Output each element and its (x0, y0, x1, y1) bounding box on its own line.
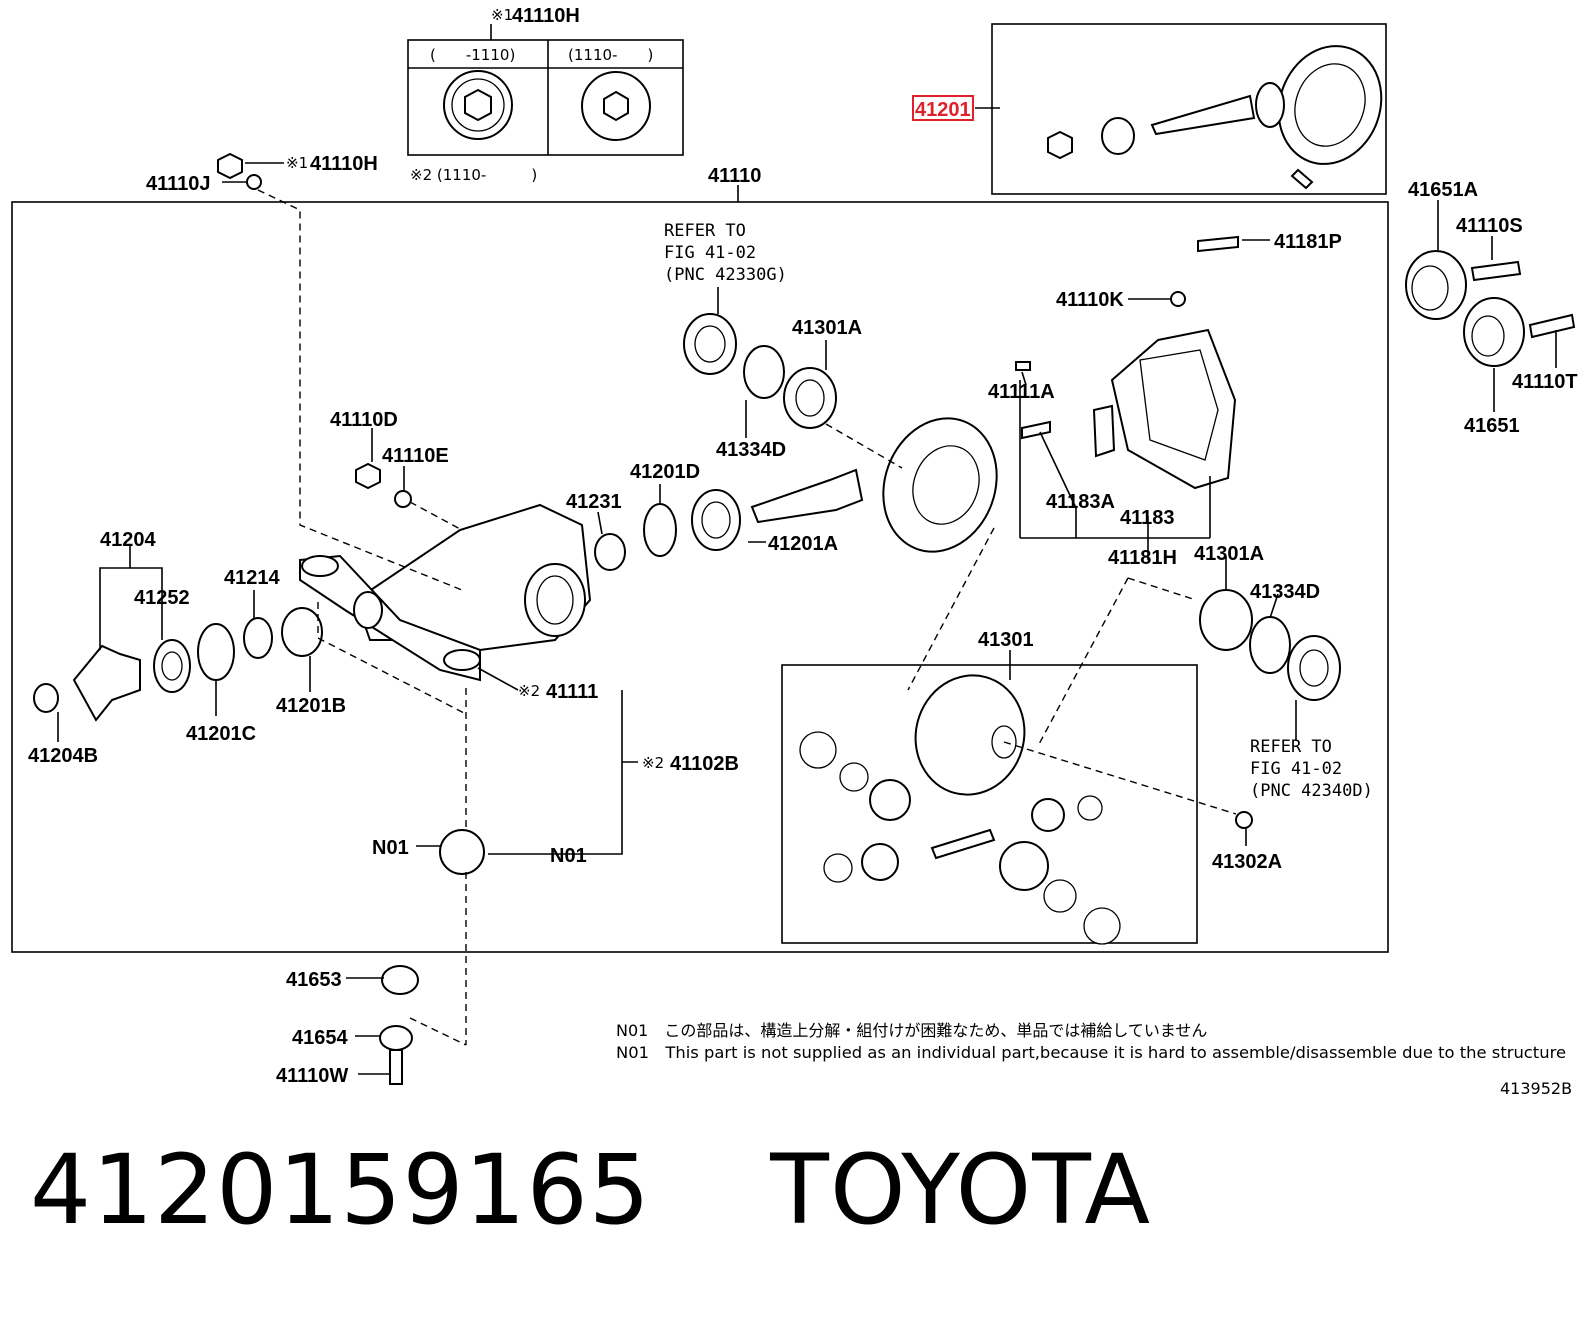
label-41110H-top: 41110H (512, 5, 580, 27)
label-41204: 41204 (100, 529, 156, 551)
note1-mark: ※1 (286, 154, 308, 172)
label-41110H: 41110H (310, 153, 378, 175)
mount-cushion-drawing (1405, 250, 1576, 367)
label-41252: 41252 (134, 587, 190, 609)
note2-mark-41111: ※2 (518, 682, 540, 700)
nut-old-type (443, 70, 513, 140)
note2-range: ※2 (1110- ) (410, 166, 537, 184)
ring-pinion-set-frame (991, 23, 1387, 195)
refer-to-2-line3: (PNC 42340D) (1250, 781, 1373, 801)
label-41334D-top: 41334D (716, 439, 786, 461)
carrier-housing-drawing (299, 503, 592, 682)
label-41181P: 41181P (1274, 231, 1342, 253)
differential-case-drawing (799, 674, 1121, 945)
inset-table-frame (407, 39, 684, 156)
label-41302A: 41302A (1212, 851, 1282, 873)
label-41301A-mid: 41301A (1194, 543, 1264, 565)
part-number: 4120159165 (30, 1134, 651, 1246)
inset-col2-header: (1110- ) (568, 46, 653, 64)
nut-new-type (581, 71, 651, 141)
label-41111A: 41111A (988, 381, 1055, 403)
label-41110T: 41110T (1512, 371, 1578, 393)
label-41214: 41214 (224, 567, 280, 589)
differential-case-frame (781, 664, 1198, 944)
label-41301: 41301 (978, 629, 1034, 651)
label-41110E: 41110E (382, 445, 449, 467)
label-41651: 41651 (1464, 415, 1520, 437)
label-n01-b: N01 (550, 845, 587, 867)
inset-col1-header: ( -1110) (430, 46, 515, 64)
label-41334D-mid: 41334D (1250, 581, 1320, 603)
label-41201C: 41201C (186, 723, 256, 745)
label-41201B: 41201B (276, 695, 346, 717)
companion-flange-drawing (33, 607, 323, 722)
label-41301A-top: 41301A (792, 317, 862, 339)
label-41183A: 41183A (1046, 491, 1115, 513)
label-41201-highlighted[interactable]: 41201 (915, 99, 971, 121)
ring-gear-set-drawing (1047, 45, 1383, 190)
main-assembly-frame (11, 201, 1389, 953)
label-41110K: 41110K (1056, 289, 1124, 311)
note-n01-japanese: N01 この部品は、構造上分解・組付けが困難なため、単品では補給していません (616, 1021, 1207, 1040)
side-cover-drawing (1015, 235, 1239, 490)
label-41183: 41183 (1120, 507, 1175, 529)
part-caption: 4120159165 TOYOTA (30, 1135, 1151, 1245)
brand-name: TOYOTA (770, 1134, 1152, 1246)
label-41111: 41111 (546, 681, 598, 703)
bearing-seal-drawing (683, 313, 1341, 701)
label-41204B: 41204B (28, 745, 98, 767)
note2-mark-41102B: ※2 (642, 754, 664, 772)
label-41110: 41110 (708, 165, 761, 187)
ring-gear-drawing (882, 417, 998, 553)
label-41651A: 41651A (1408, 179, 1478, 201)
refer-to-1-line3: (PNC 42330G) (664, 265, 787, 285)
refer-to-2-line1: REFER TO (1250, 737, 1332, 757)
mount-bolt-drawing (379, 829, 485, 1085)
figure-code: 413952B (1500, 1079, 1572, 1098)
refer-to-2-line2: FIG 41-02 (1250, 759, 1342, 779)
label-41110W: 41110W (276, 1065, 348, 1087)
note1-mark-top: ※1 (491, 6, 513, 24)
drive-pinion-drawing (594, 468, 864, 571)
small-fasteners-drawing (217, 152, 1253, 829)
label-41231: 41231 (566, 491, 622, 513)
label-n01-a: N01 (372, 837, 409, 859)
label-41110J: 41110J (146, 173, 211, 195)
refer-to-1-line1: REFER TO (664, 221, 746, 241)
refer-to-1-line2: FIG 41-02 (664, 243, 756, 263)
highlight-41201 (912, 95, 974, 121)
label-41201A: 41201A (768, 533, 838, 555)
label-41181H: 41181H (1108, 547, 1177, 569)
label-41110S: 41110S (1456, 215, 1523, 237)
label-41110D: 41110D (330, 409, 398, 431)
label-41201D: 41201D (630, 461, 700, 483)
label-41653: 41653 (286, 969, 342, 991)
label-41654: 41654 (292, 1027, 348, 1049)
note-n01-english: N01 This part is not supplied as an indi… (616, 1043, 1566, 1062)
label-41102B: 41102B (670, 753, 739, 775)
